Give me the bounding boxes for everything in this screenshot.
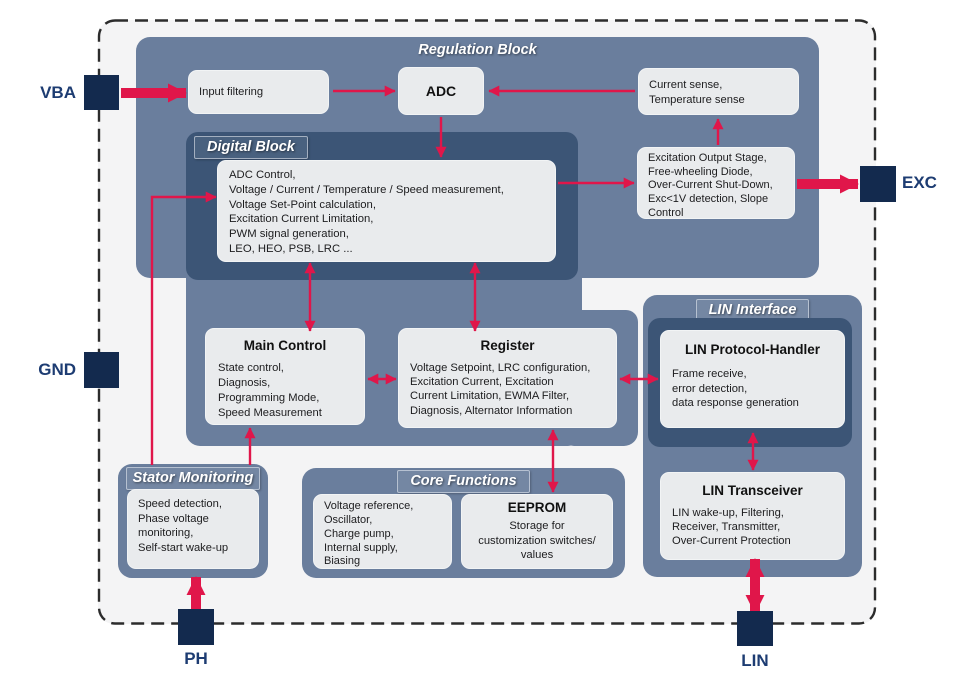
input-filtering-box: Input filtering [188, 70, 329, 114]
digital-functions-text: ADC Control, Voltage / Current / Tempera… [229, 169, 504, 255]
lin-protocol-handler-box: LIN Protocol-Handler Frame receive, erro… [660, 330, 845, 428]
gnd-pin-label: GND [38, 360, 76, 379]
core-functions-title-tab: Core Functions [302, 470, 625, 493]
adc-label: ADC [425, 83, 457, 99]
exc-pin-label: EXC [902, 173, 937, 192]
regulation-block-title: Regulation Block [418, 42, 537, 58]
sense-box: Current sense, Temperature sense [638, 68, 799, 115]
digital-functions-box: ADC Control, Voltage / Current / Tempera… [217, 160, 556, 262]
exc-pin [860, 166, 896, 202]
lin-transceiver-title: LIN Transceiver [702, 483, 803, 498]
lin-protocol-handler-text: Frame receive, error detection, data res… [672, 368, 799, 410]
input-filtering-label: Input filtering [199, 85, 264, 98]
digital-block-title: Digital Block [194, 136, 308, 159]
core-analog-box: Voltage reference, Oscillator, Charge pu… [313, 494, 452, 569]
lin-transceiver-box: LIN Transceiver LIN wake-up, Filtering, … [660, 472, 845, 560]
lin-pin [737, 611, 773, 646]
main-control-box: Main Control State control, Diagnosis, P… [205, 328, 365, 425]
eeprom-title: EEPROM [507, 500, 567, 515]
sense-box-text: Current sense, Temperature sense [649, 79, 745, 106]
main-control-title: Main Control [243, 338, 327, 353]
stator-monitoring-title-tab: Stator Monitoring [118, 467, 268, 490]
register-text: Voltage Setpoint, LRC configuration, Exc… [410, 362, 591, 417]
stator-monitoring-text: Speed detection, Phase voltage monitorin… [138, 498, 229, 554]
excitation-box: Excitation Output Stage, Free-wheeling D… [637, 147, 795, 219]
lin-transceiver-text: LIN wake-up, Filtering, Receiver, Transm… [672, 507, 791, 547]
adc-box: ADC [398, 67, 484, 115]
stator-monitoring-title: Stator Monitoring [125, 467, 261, 490]
ph-pin-label: PH [184, 649, 208, 668]
stator-monitoring-box: Speed detection, Phase voltage monitorin… [127, 489, 259, 569]
register-title: Register [480, 338, 535, 353]
lin-pin-label: LIN [741, 651, 769, 670]
ph-pin [178, 609, 214, 645]
core-functions-title: Core Functions [397, 470, 530, 493]
gnd-pin [84, 352, 119, 388]
eeprom-box: EEPROM Storage for customization switche… [461, 494, 613, 569]
vba-pin-label: VBA [40, 83, 76, 102]
core-analog-text: Voltage reference, Oscillator, Charge pu… [324, 500, 414, 568]
excitation-box-text: Excitation Output Stage, Free-wheeling D… [648, 152, 773, 219]
main-control-text: State control, Diagnosis, Programming Mo… [218, 362, 322, 419]
register-box: Register Voltage Setpoint, LRC configura… [398, 328, 617, 428]
lin-protocol-handler-title: LIN Protocol-Handler [684, 342, 820, 357]
eeprom-text: Storage for customization switches/ valu… [478, 520, 596, 562]
vba-pin [84, 75, 119, 110]
digital-block-title-tab: Digital Block [194, 136, 308, 159]
